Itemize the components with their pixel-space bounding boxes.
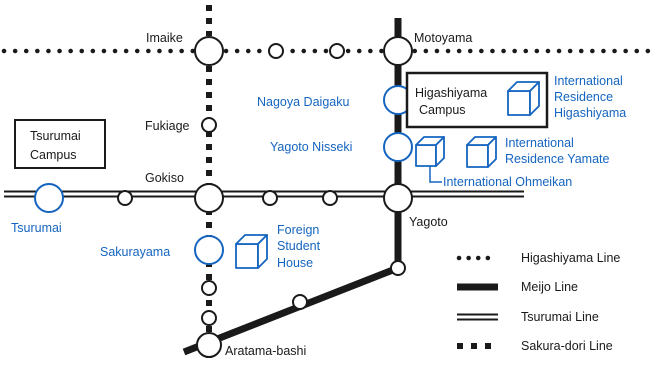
legend: Higashiyama Line Meijo Line Tsurumai Lin…: [456, 251, 620, 353]
international-ohmeikan-label: International Ohmeikan: [443, 175, 572, 189]
legend-item-meijo: Meijo Line: [457, 280, 578, 294]
higashiyama-campus: Higashiyama Campus: [405, 71, 549, 129]
small-station[interactable]: [262, 190, 278, 206]
tsurumai-campus: Tsurumai Campus: [14, 119, 106, 169]
foreign-student-house-label-line1: Foreign: [277, 223, 319, 237]
international-residence-higashiyama-label-line3: Higashiyama: [554, 106, 626, 120]
small-station[interactable]: [201, 280, 217, 296]
legend-item-higashiyama: Higashiyama Line: [456, 251, 620, 265]
higashiyama-campus-label-line1: Higashiyama: [415, 86, 487, 100]
small-station[interactable]: [268, 43, 284, 59]
tsurumai-station[interactable]: [34, 183, 64, 213]
international-residence-yamate-building-icon: [466, 136, 497, 168]
tsurumai-campus-label-line1: Tsurumai: [30, 129, 81, 143]
fukiage-label: Fukiage: [145, 119, 190, 133]
gokiso-label: Gokiso: [145, 171, 184, 185]
imaike-label: Imaike: [146, 31, 183, 45]
nagoya-daigaku-label: Nagoya Daigaku: [257, 95, 349, 109]
international-residence-yamate-label-line1: International: [505, 136, 574, 150]
international-residence-higashiyama-label-line1: International: [554, 74, 623, 88]
yagoto-station[interactable]: [383, 183, 413, 213]
sakurayama-label: Sakurayama: [100, 245, 170, 259]
foreign-student-house-label-line3: House: [277, 256, 313, 270]
small-station[interactable]: [117, 190, 133, 206]
legend-label-meijo: Meijo Line: [521, 280, 578, 294]
aratama-bashi-station[interactable]: [196, 332, 222, 358]
gokiso-station[interactable]: [194, 183, 224, 213]
legend-item-sakura-dori: Sakura-dori Line: [457, 339, 613, 353]
foreign-student-house-label-line2: Student: [277, 239, 321, 253]
tsurumai-label: Tsurumai: [11, 221, 62, 235]
legend-label-higashiyama: Higashiyama Line: [521, 251, 620, 265]
international-residence-higashiyama-building-icon: [507, 81, 540, 116]
small-station[interactable]: [390, 260, 406, 276]
legend-item-tsurumai: Tsurumai Line: [457, 310, 599, 324]
small-station[interactable]: [329, 43, 345, 59]
legend-label-sakura-dori: Sakura-dori Line: [521, 339, 613, 353]
yagoto-label: Yagoto: [409, 215, 448, 229]
aratama-bashi-label: Aratama-bashi: [225, 344, 306, 358]
foreign-student-house-building-icon: [235, 234, 268, 269]
motoyama-station[interactable]: [383, 36, 413, 66]
sakurayama-station[interactable]: [194, 235, 224, 265]
higashiyama-campus-label-line2: Campus: [419, 103, 466, 117]
international-ohmeikan-building-icon: [415, 136, 445, 167]
small-station[interactable]: [322, 190, 338, 206]
yagoto-nisseki-label: Yagoto Nisseki: [270, 140, 352, 154]
international-residence-higashiyama-label-line2: Residence: [554, 90, 613, 104]
tsurumai-campus-label-line2: Campus: [30, 148, 77, 162]
fukiage-station[interactable]: [201, 117, 217, 133]
yagoto-nisseki-station[interactable]: [383, 132, 413, 162]
motoyama-label: Motoyama: [414, 31, 472, 45]
imaike-station[interactable]: [194, 36, 224, 66]
legend-label-tsurumai: Tsurumai Line: [521, 310, 599, 324]
international-ohmeikan-leader-line: [429, 166, 442, 183]
small-station[interactable]: [292, 294, 308, 310]
small-station[interactable]: [201, 310, 217, 326]
international-residence-yamate-label-line2: Residence Yamate: [505, 152, 610, 166]
